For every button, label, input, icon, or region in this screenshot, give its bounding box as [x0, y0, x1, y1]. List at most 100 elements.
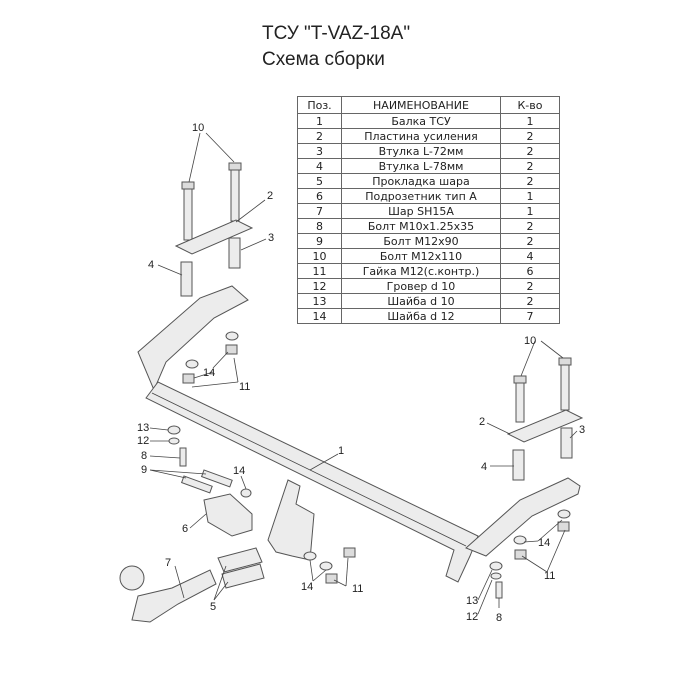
left-sleeve-long [180, 261, 193, 297]
ball-spacer-a [217, 547, 263, 573]
callout-left-washers: 14 [203, 367, 215, 379]
right-reinforcement-plate [506, 409, 584, 443]
bolt-m12x90-b [200, 469, 233, 488]
cell-name: Втулка L-72мм [341, 143, 501, 159]
bolt-m10-right [495, 581, 503, 599]
center-washers-nuts [303, 547, 356, 584]
callout-bolt-m12-90: 9 [141, 464, 147, 476]
beam-highlight [151, 392, 467, 547]
callout-grover-left: 12 [137, 435, 149, 447]
right-bolt-a-head [513, 375, 527, 384]
left-bolt-a [183, 185, 193, 241]
left-washers-nuts [182, 331, 239, 384]
callout-ball-spacer: 5 [210, 601, 216, 613]
cell-name: Шайба d 12 [341, 308, 501, 324]
callout-socket-plate: 6 [182, 523, 188, 535]
cell-name: Шар SH15A [341, 203, 501, 219]
right-sleeve-short [560, 427, 573, 459]
callout-left-sleeve-long: 4 [148, 259, 154, 271]
callout-right-bolts: 10 [524, 335, 536, 347]
callout-grover-right: 12 [466, 611, 478, 623]
washer-d10-right [489, 561, 503, 571]
callout-left-bolts: 10 [192, 122, 204, 134]
right-washers-nuts [513, 509, 571, 560]
callout-ball: 7 [165, 557, 171, 569]
right-sleeve-long [512, 449, 525, 481]
callout-right-nuts: 11 [544, 570, 555, 582]
cell-name: Шайба d 10 [341, 293, 501, 309]
callout-bolt-m10-right: 8 [496, 612, 502, 624]
washer-icon [513, 535, 527, 545]
callout-left-plate: 2 [267, 190, 273, 202]
washer-d12-socket [240, 488, 252, 498]
callout-washer-d10-left: 13 [137, 422, 149, 434]
left-bolt-a-head [181, 181, 195, 190]
nut-icon [182, 373, 195, 384]
left-bolt-b [230, 166, 240, 222]
callout-washer-d12-socket: 14 [233, 465, 245, 477]
cell-name: Болт М10х1.25х35 [341, 218, 501, 234]
bolt-m10-left [179, 447, 187, 467]
tow-ball-icon [119, 565, 145, 591]
callout-right-sleeve-long: 4 [481, 461, 487, 473]
tow-ball-neck [131, 569, 217, 623]
washer-icon [557, 509, 571, 519]
nut-icon [514, 549, 527, 560]
left-bolt-b-head [228, 162, 242, 171]
center-mount-bracket [267, 479, 315, 561]
right-mount-bracket [465, 477, 581, 557]
cell-pos: 14 [297, 308, 342, 324]
washer-icon [225, 331, 239, 341]
right-bolt-a [515, 379, 525, 423]
callout-left-sleeve-short: 3 [268, 232, 274, 244]
callout-center-nuts: 11 [352, 583, 363, 595]
washer-icon [303, 551, 317, 561]
cell-qty: 7 [500, 308, 560, 324]
callout-right-washers: 14 [538, 537, 550, 549]
right-bolt-b-head [558, 357, 572, 366]
col-header-name: НАИМЕНОВАНИЕ [341, 96, 501, 114]
tow-beam [145, 381, 479, 583]
grover-left [168, 437, 180, 445]
washer-icon [185, 359, 199, 369]
left-reinforcement-plate [174, 219, 254, 255]
socket-plate [203, 493, 253, 537]
diagram-subtitle: Схема сборки [262, 49, 385, 70]
callout-bolt-m10-left: 8 [141, 450, 147, 462]
callout-center-washers: 14 [301, 581, 313, 593]
callout-right-plate: 2 [479, 416, 485, 428]
nut-icon [557, 521, 570, 532]
bolt-m12x90-a [180, 475, 213, 494]
washer-icon [319, 561, 333, 571]
cell-name: Гровер d 10 [341, 278, 501, 294]
nut-icon [325, 573, 338, 584]
washer-d10-left [167, 425, 181, 435]
left-sleeve-short [228, 237, 241, 269]
diagram-title: ТСУ "T-VAZ-18A" [262, 23, 411, 44]
nut-icon [225, 344, 238, 355]
leader-lines [149, 132, 578, 615]
grover-right [490, 572, 502, 580]
callout-left-nuts: 11 [239, 381, 250, 393]
right-bolt-b [560, 361, 570, 411]
right-bolts-m12x110 [513, 357, 572, 423]
callout-labels: 10 2 3 4 14 11 1 10 2 3 4 14 11 13 12 8 … [137, 122, 585, 624]
callout-right-sleeve-short: 3 [579, 424, 585, 436]
ball-spacer-b [221, 563, 265, 589]
cell-pos: 12 [297, 278, 342, 294]
callout-washer-d10-right: 13 [466, 595, 478, 607]
nut-icon [343, 547, 356, 558]
callout-beam: 1 [338, 445, 344, 457]
